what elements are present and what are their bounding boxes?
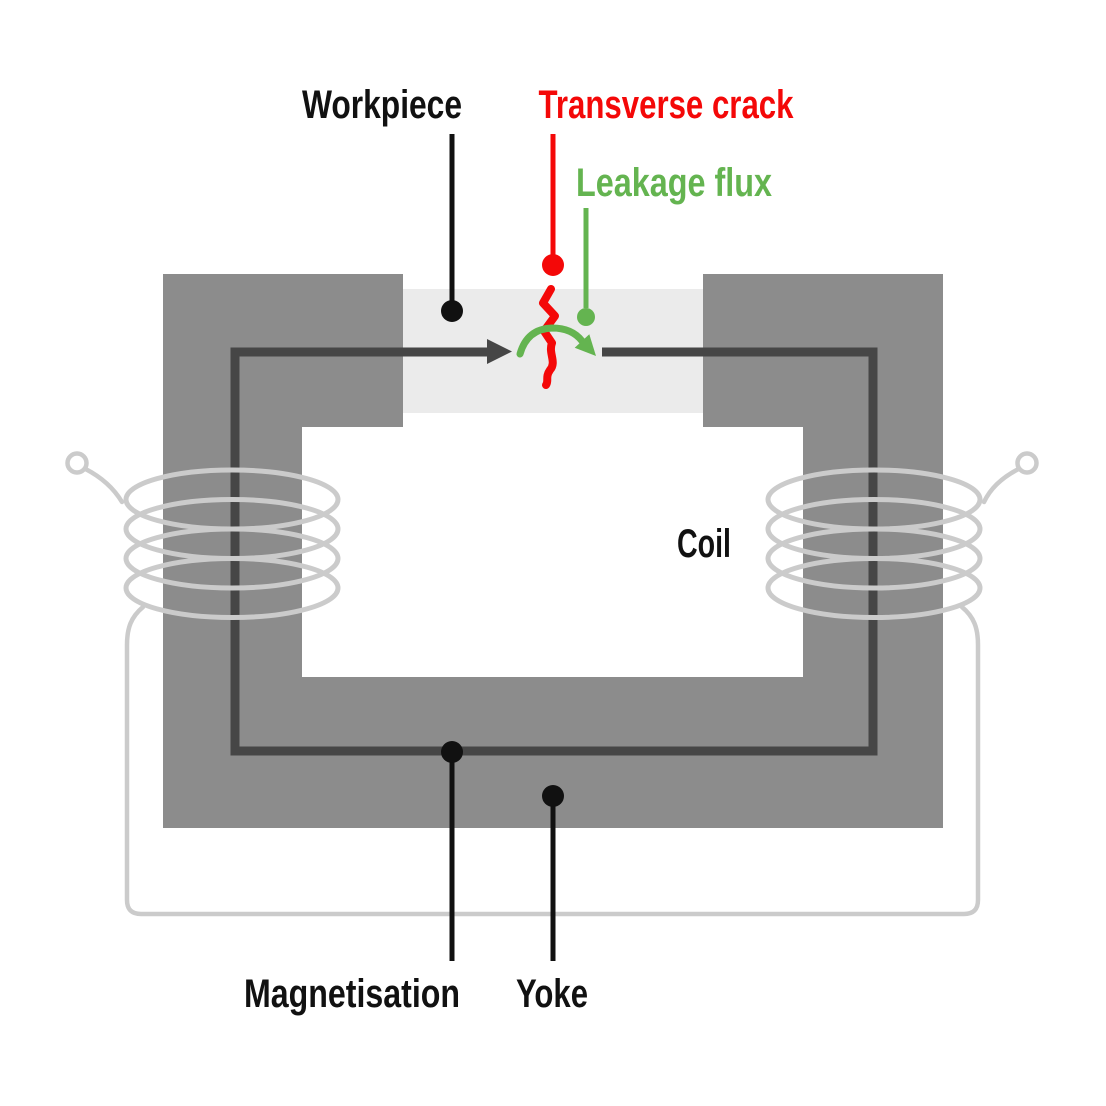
left-terminal-ring-icon — [65, 451, 89, 475]
right-coil-turn — [765, 556, 983, 620]
leakage-flux-arc — [516, 324, 586, 358]
right-coil — [765, 451, 1039, 620]
magnetisation-flux-loop — [230, 347, 878, 756]
left-coil-turn — [123, 556, 341, 620]
yoke-label: Yoke — [516, 972, 588, 1016]
leakage-flux-leader-dot — [577, 308, 595, 326]
workpiece-leader-dot — [441, 300, 463, 322]
transverse-crack-label: Transverse crack — [539, 83, 795, 127]
magnetisation-label: Magnetisation — [244, 972, 460, 1016]
yoke-shape — [163, 274, 943, 828]
workpiece-label: Workpiece — [302, 83, 462, 127]
right-terminal-ring-icon — [1015, 451, 1039, 475]
transverse-crack-shape — [539, 285, 559, 389]
right-coil-turn — [765, 526, 983, 591]
left-coil-turn — [123, 526, 341, 591]
coil-label: Coil — [677, 522, 731, 566]
left-coil-entry-wire — [83, 466, 125, 505]
magnetisation-leader-dot — [441, 741, 463, 763]
leakage-flux-label: Leakage flux — [576, 161, 772, 205]
left-coil — [65, 451, 341, 620]
right-coil-entry-wire — [981, 466, 1021, 505]
transverse-crack-leader-dot — [542, 254, 564, 276]
leader-lines — [441, 134, 595, 961]
flux-arrowhead-icon — [487, 339, 512, 364]
yoke-leader-dot — [542, 785, 564, 807]
leakage-flux-arrowhead-icon — [574, 334, 596, 356]
